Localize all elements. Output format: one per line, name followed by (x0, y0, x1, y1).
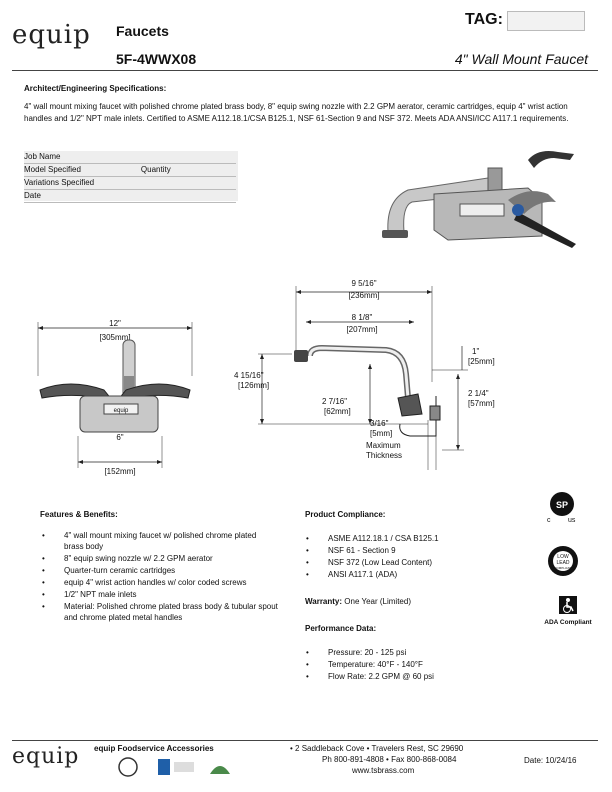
performance-item: Pressure: 20 - 125 psi (302, 647, 502, 658)
body-height-mm-label: [57mm] (468, 399, 495, 408)
feature-item: 1/2" NPT male inlets (38, 589, 278, 600)
feature-item: 4" wall mount mixing faucet w/ polished … (38, 530, 278, 552)
thickness-note-1: Maximum (366, 441, 401, 450)
job-name-label: Job Name (24, 152, 61, 161)
compliance-item: NSF 372 (Low Lead Content) (302, 557, 502, 568)
low-lead-line-3: COMPLIANT (554, 566, 572, 570)
csa-c-label: c (547, 517, 551, 524)
footer-logo: equip (12, 744, 79, 769)
variations-field[interactable]: Variations Specified (24, 177, 236, 190)
spout-reach-mm-label: [207mm] (346, 325, 377, 334)
certification-logos-icon (118, 757, 230, 777)
performance-item: Temperature: 40°F - 140°F (302, 659, 502, 670)
csa-us-label: us (568, 517, 576, 524)
quantity-label: Quantity (140, 165, 171, 174)
wheelchair-icon (559, 596, 577, 614)
tag-input[interactable] (507, 11, 585, 31)
job-name-field[interactable]: Job Name (24, 151, 236, 164)
model-specified-field[interactable]: Model Specified Quantity (24, 164, 236, 177)
ada-label: ADA Compliant (544, 619, 592, 626)
compliance-list: ASME A112.18.1 / CSA B125.1 NSF 61 - Sec… (302, 533, 502, 581)
features-list: 4" wall mount mixing faucet w/ polished … (38, 530, 278, 624)
product-description: 4" Wall Mount Faucet (454, 51, 588, 67)
performance-title: Performance Data: (305, 624, 377, 633)
variations-label: Variations Specified (24, 178, 95, 187)
csa-certification-icon: SP c us (547, 492, 576, 524)
footer-logo-text: equip (12, 744, 80, 769)
spout-offset-label: 2 7/16" (322, 397, 347, 406)
product-photo (382, 151, 576, 248)
feature-item: equip 4" wrist action handles w/ color c… (38, 577, 278, 588)
body-height-label: 2 1/4" (468, 389, 489, 398)
svg-text:SP: SP (556, 500, 568, 510)
footer-cert-logos (118, 756, 248, 783)
feature-item: Material: Polished chrome plated brass b… (38, 601, 278, 623)
features-title: Features & Benefits: (40, 510, 118, 519)
date-field[interactable]: Date (24, 190, 236, 203)
low-lead-compliant-icon: LOW LEAD COMPLIANT (548, 546, 578, 576)
job-form: Job Name Model Specified Quantity Variati… (24, 151, 238, 203)
feature-item: 8" equip swing nozzle w/ 2.2 GPM aerator (38, 553, 278, 564)
performance-item: Flow Rate: 2.2 GPM @ 60 psi (302, 671, 502, 682)
overall-reach-label: 9 5/16" (351, 279, 376, 288)
footer-phone: Ph 800-891-4808 • Fax 800-868-0084 (322, 755, 457, 764)
ada-badge: ADA Compliant (538, 596, 598, 626)
equip-logo: equip (12, 20, 91, 50)
front-body-label: equip (114, 408, 129, 414)
tag-label: TAG: (465, 11, 503, 28)
warranty-label: Warranty: (305, 597, 343, 606)
compliance-item: ASME A112.18.1 / CSA B125.1 (302, 533, 502, 544)
front-width-mm-label: [305mm] (99, 333, 130, 342)
low-lead-line-1: LOW (557, 554, 569, 560)
compliance-title: Product Compliance: (305, 510, 386, 519)
compliance-item: NSF 61 - Section 9 (302, 545, 502, 556)
side-view-drawing: 9 5/16" [236mm] 8 1/8" [207mm] 4 15/16" … (234, 279, 495, 470)
footer-web[interactable]: www.tsbrass.com (352, 766, 415, 775)
overall-reach-mm-label: [236mm] (348, 291, 379, 300)
thickness-label: 3/16" (370, 419, 389, 428)
logo-text: equip (12, 20, 91, 50)
specs-title: Architect/Engineering Specifications: (24, 84, 167, 93)
height-mm-label: [126mm] (238, 381, 269, 390)
specs-body: 4" wall mount mixing faucet with polishe… (24, 102, 569, 123)
footer-date: Date: 10/24/16 (524, 756, 577, 765)
spout-reach-label: 8 1/8" (352, 313, 373, 322)
compliance-item: ANSI A117.1 (ADA) (302, 569, 502, 580)
top-offset-mm-label: [25mm] (468, 357, 495, 366)
model-number: 5F-4WWX08 (116, 51, 197, 67)
thickness-mm-label: [5mm] (370, 429, 392, 438)
model-specified-label: Model Specified (24, 165, 81, 174)
top-offset-label: 1" (472, 347, 479, 356)
warranty: Warranty: One Year (Limited) (305, 597, 411, 606)
date-label: Date (24, 191, 41, 200)
front-centers-label: 6" (116, 433, 123, 442)
low-lead-line-2: LEAD (556, 560, 569, 566)
header-rule (12, 70, 598, 71)
category-title: Faucets (116, 23, 169, 39)
front-width-label: 12" (109, 319, 121, 328)
thickness-note-2: Thickness (366, 451, 402, 460)
feature-item: Quarter-turn ceramic cartridges (38, 565, 278, 576)
warranty-value: One Year (Limited) (344, 597, 411, 606)
height-label: 4 15/16" (234, 371, 264, 380)
front-centers-mm-label: [152mm] (104, 467, 135, 476)
footer-brand: equip Foodservice Accessories (94, 744, 214, 753)
front-view-drawing: 12" [305mm] equip 6" [152mm] (37, 319, 193, 476)
aerator-icon (294, 350, 308, 362)
performance-list: Pressure: 20 - 125 psi Temperature: 40°F… (302, 647, 502, 683)
footer-address: • 2 Saddleback Cove • Travelers Rest, SC… (290, 744, 464, 753)
footer-rule (12, 740, 598, 741)
spout-offset-mm-label: [62mm] (324, 407, 351, 416)
